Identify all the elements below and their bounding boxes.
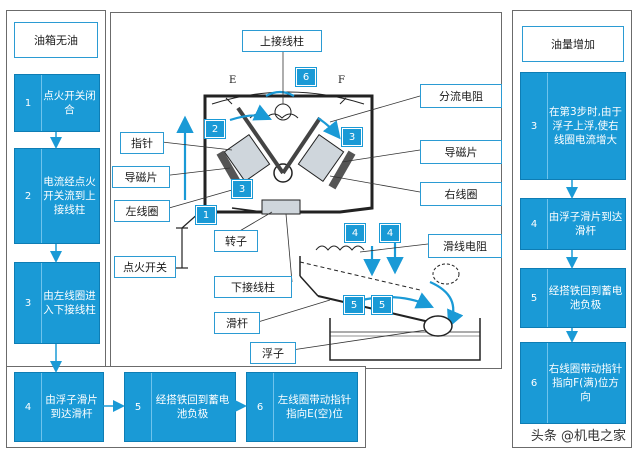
right-step-3: 3 在第3步时,由于浮子上浮,使右线圈电流增大 bbox=[520, 72, 626, 180]
label-ignition-switch: 点火开关 bbox=[114, 256, 176, 278]
gauge-mark-empty: E bbox=[229, 75, 237, 86]
step-text: 左线圈带动指针指向E(空)位 bbox=[277, 394, 352, 420]
step-number: 3 bbox=[15, 263, 42, 343]
step-text: 经搭铁回到蓄电池负极 bbox=[155, 394, 230, 420]
label-shunt-resistor: 分流电阻 bbox=[420, 84, 502, 108]
bottom-step-5: 5 经搭铁回到蓄电池负极 bbox=[124, 372, 236, 442]
step-number: 4 bbox=[15, 373, 42, 441]
step-number: 6 bbox=[521, 343, 548, 423]
label-right-coil: 右线圈 bbox=[420, 182, 502, 206]
label-float: 浮子 bbox=[250, 342, 296, 364]
badge-step-4b: 4 bbox=[379, 223, 401, 243]
step-text: 点火开关闭合 bbox=[43, 90, 96, 116]
badge-step-3a: 3 bbox=[341, 127, 363, 147]
left-panel-title: 油箱无油 bbox=[14, 22, 98, 58]
label-magnet-left: 导磁片 bbox=[112, 166, 170, 188]
badge-step-1: 1 bbox=[195, 205, 217, 225]
step-text: 由浮子滑片到达滑杆 bbox=[548, 211, 623, 237]
step-text: 由浮子滑片到达滑杆 bbox=[45, 394, 98, 420]
step-text: 由左线圈进入下接线柱 bbox=[43, 290, 96, 316]
label-slide-rod: 滑杆 bbox=[214, 312, 260, 334]
step-number: 3 bbox=[521, 73, 548, 179]
right-panel-title: 油量增加 bbox=[522, 26, 624, 62]
label-lower-terminal: 下接线柱 bbox=[214, 276, 292, 298]
step-number: 2 bbox=[15, 149, 42, 243]
bottom-step-4: 4 由浮子滑片到达滑杆 bbox=[14, 372, 104, 442]
label-slide-resistor: 滑线电阻 bbox=[428, 234, 502, 258]
badge-step-4a: 4 bbox=[344, 223, 366, 243]
right-step-5: 5 经搭铁回到蓄电池负极 bbox=[520, 268, 626, 328]
badge-step-3b: 3 bbox=[231, 179, 253, 199]
step-text: 在第3步时,由于浮子上浮,使右线圈电流增大 bbox=[548, 106, 623, 146]
right-step-4: 4 由浮子滑片到达滑杆 bbox=[520, 198, 626, 250]
step-number: 4 bbox=[521, 199, 548, 249]
left-step-3: 3 由左线圈进入下接线柱 bbox=[14, 262, 100, 344]
badge-step-6: 6 bbox=[295, 67, 317, 87]
step-number: 5 bbox=[521, 269, 548, 327]
label-pointer: 指针 bbox=[120, 132, 164, 154]
step-text: 右线圈带动指针指向F(满)位方向 bbox=[548, 363, 623, 403]
badge-step-2: 2 bbox=[204, 119, 226, 139]
step-text: 经搭铁回到蓄电池负极 bbox=[548, 285, 623, 311]
gauge-mark-full: F bbox=[338, 75, 345, 86]
label-magnet-right: 导磁片 bbox=[420, 140, 502, 164]
watermark: 头条 @机电之家 bbox=[530, 429, 626, 444]
label-rotor: 转子 bbox=[214, 230, 258, 252]
badge-step-5b: 5 bbox=[371, 295, 393, 315]
left-step-2: 2 电流经点火开关流到上接线柱 bbox=[14, 148, 100, 244]
badge-step-5a: 5 bbox=[343, 295, 365, 315]
label-left-coil: 左线圈 bbox=[114, 200, 170, 222]
step-text: 电流经点火开关流到上接线柱 bbox=[43, 176, 96, 216]
left-step-1: 1 点火开关闭合 bbox=[14, 74, 100, 132]
step-number: 5 bbox=[125, 373, 152, 441]
bottom-step-6: 6 左线圈带动指针指向E(空)位 bbox=[246, 372, 358, 442]
label-upper-terminal: 上接线柱 bbox=[242, 30, 322, 52]
step-number: 6 bbox=[247, 373, 274, 441]
step-number: 1 bbox=[15, 75, 42, 131]
